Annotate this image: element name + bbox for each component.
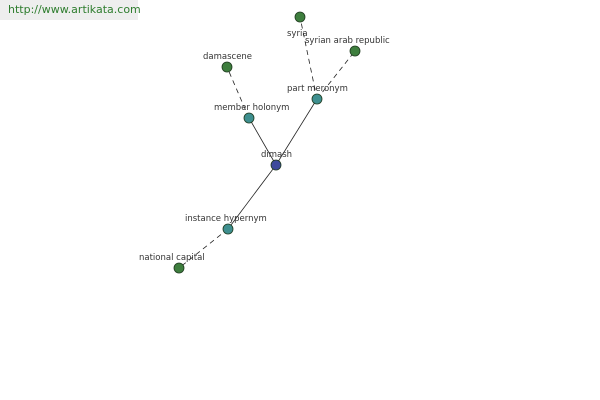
node-part-meronym[interactable] — [311, 93, 323, 105]
node-label-syrian-arab-republic[interactable]: syrian arab republic — [305, 36, 390, 46]
edge-part-meronym-to-syria — [299, 16, 318, 100]
node-label-damascene[interactable]: damascene — [203, 52, 252, 62]
node-national-capital[interactable] — [173, 262, 185, 274]
node-label-dimash[interactable]: dimash — [261, 150, 292, 160]
node-syrian-arab-republic[interactable] — [349, 45, 361, 57]
edge-dimash-to-instance-hypernym — [227, 164, 277, 230]
edge-dimash-to-member-holonym — [248, 117, 277, 166]
node-label-instance-hypernym[interactable]: instance hypernym — [185, 214, 267, 224]
node-dimash[interactable] — [270, 159, 282, 171]
edge-part-meronym-to-syrian-arab-republic — [316, 50, 356, 100]
node-syria[interactable] — [294, 11, 306, 23]
node-member-holonym[interactable] — [243, 112, 255, 124]
node-label-national-capital[interactable]: national capital — [139, 253, 205, 263]
edge-instance-hypernym-to-national-capital — [178, 228, 229, 269]
source-url-banner[interactable]: http://www.artikata.com — [0, 0, 141, 20]
edges-layer — [178, 16, 356, 269]
labels-layer: dimash member holonym part meronym instance… — [139, 29, 390, 263]
node-label-member-holonym[interactable]: member holonym — [214, 103, 289, 113]
edge-dimash-to-part-meronym — [275, 98, 318, 166]
node-instance-hypernym[interactable] — [222, 223, 234, 235]
node-damascene[interactable] — [221, 61, 233, 73]
nodes-layer — [173, 11, 361, 274]
node-label-part-meronym[interactable]: part meronym — [287, 84, 348, 94]
edge-member-holonym-to-damascene — [226, 66, 250, 119]
node-label-syria[interactable]: syria — [287, 29, 308, 39]
